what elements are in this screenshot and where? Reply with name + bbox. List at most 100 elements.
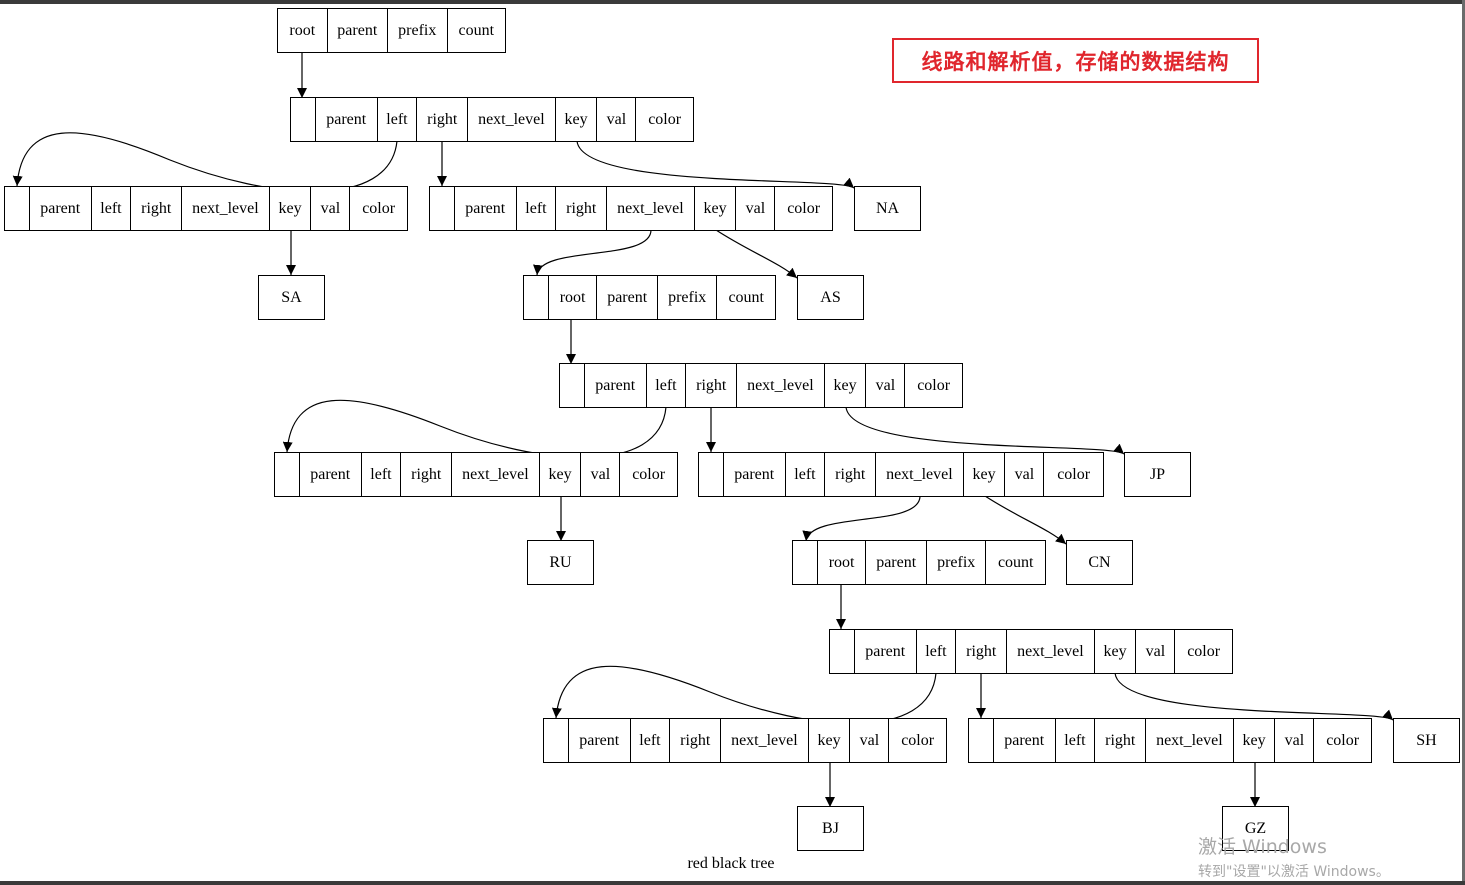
field-key: key xyxy=(538,453,581,496)
field-root: root xyxy=(289,21,316,39)
field-val: val xyxy=(1135,630,1174,673)
field-empty xyxy=(430,187,454,230)
annotation-title: 线路和解析值，存储的数据结构 xyxy=(921,49,1230,74)
field-right: right xyxy=(685,364,736,407)
field-root: root xyxy=(816,541,866,584)
key-node-sh: SH xyxy=(1393,718,1460,763)
edge-left-2 xyxy=(282,399,667,458)
edge-key-2 xyxy=(845,406,1125,455)
key-node-cn: CN xyxy=(1066,540,1133,585)
field-parent: parent xyxy=(567,719,630,762)
field-right: right xyxy=(400,453,451,496)
key-node-jp: JP xyxy=(1124,452,1191,497)
watermark-line-1: 激活 Windows xyxy=(1198,836,1327,858)
field-empty xyxy=(544,719,568,762)
field-root: root xyxy=(547,276,597,319)
window-bottom-border xyxy=(0,881,1465,885)
key-node-na: NA xyxy=(854,186,921,231)
field-right: right xyxy=(130,187,181,230)
field-left: left xyxy=(1054,719,1095,762)
field-color: color xyxy=(619,453,677,496)
tree-node-record: parent left right next_level key val col… xyxy=(274,452,678,497)
field-next-level: next_level xyxy=(451,453,539,496)
field-next-level: next_level xyxy=(1145,719,1233,762)
field-prefix: prefix xyxy=(925,541,986,584)
field-key: key xyxy=(962,453,1005,496)
field-left: left xyxy=(784,453,825,496)
tree-node-record: parent left right next_level key val col… xyxy=(698,452,1104,497)
field-empty xyxy=(560,364,584,407)
field-color: color xyxy=(774,187,832,230)
edge-next-1 xyxy=(533,229,652,276)
field-parent: parent xyxy=(596,276,657,319)
field-val: val xyxy=(310,187,349,230)
edge-left-1 xyxy=(12,132,398,192)
field-count: count xyxy=(446,9,505,52)
field-left: left xyxy=(629,719,670,762)
field-left: left xyxy=(90,187,131,230)
tree-node-record: parent left right next_level key val col… xyxy=(829,629,1233,674)
field-next-level: next_level xyxy=(875,453,963,496)
field-prefix: prefix xyxy=(656,276,717,319)
field-key: key xyxy=(1093,630,1136,673)
field-parent: parent xyxy=(722,453,785,496)
field-right: right xyxy=(955,630,1006,673)
field-color: color xyxy=(888,719,946,762)
window-top-border xyxy=(0,0,1465,4)
field-val: val xyxy=(865,364,904,407)
field-left: left xyxy=(376,98,417,141)
field-val: val xyxy=(1004,453,1043,496)
field-color: color xyxy=(349,187,407,230)
field-next-level: next_level xyxy=(720,719,808,762)
field-empty xyxy=(524,276,548,319)
field-right: right xyxy=(416,98,467,141)
field-parent: parent xyxy=(583,364,646,407)
field-count: count xyxy=(985,541,1045,584)
tree-node-record: parent left right next_level key val col… xyxy=(290,97,694,142)
watermark-line-2: 转到"设置"以激活 Windows。 xyxy=(1198,864,1390,880)
edge-left-3 xyxy=(551,665,937,724)
tree-node-record: parent left right next_level key val col… xyxy=(543,718,947,763)
field-empty xyxy=(969,719,993,762)
activation-watermark: 激活 Windows 转到"设置"以激活 Windows。 xyxy=(1198,832,1390,881)
field-key: key xyxy=(807,719,850,762)
field-val: val xyxy=(849,719,888,762)
field-color: color xyxy=(635,98,693,141)
tree-node-record: parent left right next_level key val col… xyxy=(4,186,408,231)
field-color: color xyxy=(1313,719,1371,762)
field-next-level: next_level xyxy=(1006,630,1094,673)
field-val: val xyxy=(1274,719,1313,762)
key-node-as: AS xyxy=(797,275,864,320)
field-key: key xyxy=(554,98,597,141)
field-right: right xyxy=(1094,719,1145,762)
field-color: color xyxy=(1174,630,1232,673)
field-right: right xyxy=(824,453,875,496)
edge-key-2b xyxy=(984,495,1067,545)
edge-next-2 xyxy=(802,495,921,542)
field-right: right xyxy=(555,187,606,230)
field-val: val xyxy=(580,453,619,496)
field-empty xyxy=(275,453,299,496)
key-node-gz: GZ xyxy=(1222,806,1289,851)
field-count: count xyxy=(716,276,775,319)
field-prefix: prefix xyxy=(387,9,446,52)
field-parent: parent xyxy=(865,541,926,584)
field-color: color xyxy=(1043,453,1103,496)
field-left: left xyxy=(360,453,401,496)
key-node-ru: RU xyxy=(527,540,594,585)
field-parent: parent xyxy=(453,187,516,230)
field-parent: parent xyxy=(314,98,377,141)
field-key: key xyxy=(268,187,311,230)
key-node-bj: BJ xyxy=(797,806,864,851)
field-parent: parent xyxy=(298,453,361,496)
key-node-sa: SA xyxy=(258,275,325,320)
field-parent: parent xyxy=(326,9,387,52)
field-empty xyxy=(699,453,723,496)
tree-node-record: parent left right next_level key val col… xyxy=(968,718,1372,763)
field-parent: parent xyxy=(853,630,916,673)
edge-key-1 xyxy=(576,140,855,189)
field-val: val xyxy=(596,98,635,141)
field-left: left xyxy=(645,364,686,407)
field-key: key xyxy=(823,364,866,407)
